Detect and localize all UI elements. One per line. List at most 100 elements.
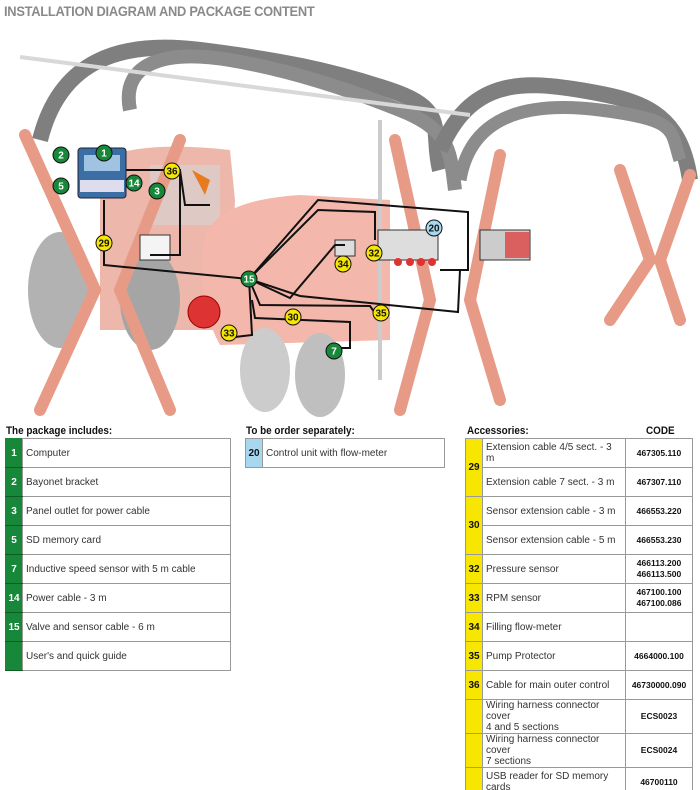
item-label: Pressure sensor bbox=[482, 554, 626, 584]
item-code: 46730000.090 bbox=[625, 670, 693, 700]
code-line: 467100.086 bbox=[636, 598, 682, 608]
item-number bbox=[465, 733, 483, 768]
callout-2: 2 bbox=[52, 146, 70, 164]
callout-34: 34 bbox=[334, 255, 352, 273]
accessories-heading: Accessories: bbox=[467, 425, 529, 437]
callout-15: 15 bbox=[240, 270, 258, 288]
callout-30: 30 bbox=[284, 308, 302, 326]
label-line: 7 sections bbox=[486, 756, 532, 767]
item-number bbox=[5, 641, 23, 671]
sprayer-illustration bbox=[19, 39, 698, 417]
item-label: Sensor extension cable - 3 m bbox=[482, 496, 626, 526]
label-line: Sensor extension cable - 3 m bbox=[486, 505, 616, 517]
filling-flow-meter bbox=[334, 239, 356, 257]
callout-33: 33 bbox=[220, 324, 238, 342]
code-line: 467100.100 bbox=[636, 587, 682, 597]
item-label: Inductive speed sensor with 5 m cable bbox=[22, 554, 231, 584]
valve-knobs bbox=[394, 258, 436, 266]
callout-circle bbox=[163, 162, 181, 180]
callout-circle bbox=[148, 182, 166, 200]
callout-circle bbox=[425, 219, 443, 237]
callout-number: 2 bbox=[58, 151, 64, 162]
callout-5: 5 bbox=[52, 177, 70, 195]
valve-block bbox=[377, 229, 439, 261]
code-line: 466113.200 bbox=[636, 558, 682, 568]
item-number: 35 bbox=[465, 641, 483, 671]
item-code: 467305.110 bbox=[625, 438, 693, 468]
item-label: User's and quick guide bbox=[22, 641, 231, 671]
item-label: SD memory card bbox=[22, 525, 231, 555]
item-code: 4664000.100 bbox=[625, 641, 693, 671]
item-code: ECS0024 bbox=[625, 733, 693, 768]
item-label: Sensor extension cable - 5 m bbox=[482, 525, 626, 555]
item-label: Bayonet bracket bbox=[22, 467, 231, 497]
code-heading: CODE bbox=[646, 425, 675, 437]
item-label: Extension cable 4/5 sect. - 3 m bbox=[482, 438, 626, 468]
code-line: ECS0023 bbox=[640, 711, 678, 721]
code-line: 466553.220 bbox=[636, 505, 682, 516]
label-line: Sensor extension cable - 5 m bbox=[486, 534, 616, 546]
callout-number: 5 bbox=[58, 182, 64, 193]
item-number: 5 bbox=[5, 525, 23, 555]
item-code: 466553.220 bbox=[625, 496, 693, 526]
code-line: 467307.110 bbox=[636, 476, 682, 487]
label-line: Wiring harness connector cover bbox=[486, 734, 600, 756]
battery bbox=[139, 234, 171, 261]
item-number: 15 bbox=[5, 612, 23, 642]
callout-circle bbox=[365, 244, 383, 262]
callout-circle bbox=[95, 144, 113, 162]
item-code bbox=[625, 612, 693, 642]
item-code: 46700110 bbox=[625, 767, 693, 790]
item-code: 467307.110 bbox=[625, 467, 693, 497]
item-label: Control unit with flow-meter bbox=[262, 438, 445, 468]
callout-number: 33 bbox=[223, 329, 235, 340]
callout-number: 35 bbox=[375, 309, 387, 320]
item-number: 36 bbox=[465, 670, 483, 700]
callout-circle bbox=[125, 174, 143, 192]
item-label: USB reader for SD memory cards bbox=[482, 767, 626, 790]
callout-number: 7 bbox=[331, 347, 337, 358]
callout-number: 36 bbox=[166, 167, 178, 178]
item-label: Computer bbox=[22, 438, 231, 468]
label-line: Filling flow-meter bbox=[486, 621, 562, 633]
separate-heading: To be order separately: bbox=[246, 425, 355, 437]
item-label: Valve and sensor cable - 6 m bbox=[22, 612, 231, 642]
item-label: Filling flow-meter bbox=[482, 612, 626, 642]
item-code: ECS0023 bbox=[625, 699, 693, 734]
main-control-lever bbox=[192, 170, 210, 195]
item-number: 14 bbox=[5, 583, 23, 613]
callout-circle bbox=[284, 308, 302, 326]
callout-circle bbox=[372, 304, 390, 322]
item-label: Panel outlet for power cable bbox=[22, 496, 231, 526]
callout-circle bbox=[95, 234, 113, 252]
flow-meter bbox=[505, 232, 530, 258]
label-line: Extension cable 4/5 sect. - 3 m bbox=[486, 442, 612, 464]
label-line: Pressure sensor bbox=[486, 563, 559, 575]
cables bbox=[103, 169, 469, 349]
item-number: 30 bbox=[465, 496, 483, 555]
callout-number: 29 bbox=[98, 239, 110, 250]
item-number: 20 bbox=[245, 438, 263, 468]
item-number bbox=[465, 767, 483, 790]
table-row: User's and quick guide bbox=[5, 641, 231, 671]
code-line: 46730000.090 bbox=[631, 679, 687, 690]
callout-36: 36 bbox=[163, 162, 181, 180]
label-line: RPM sensor bbox=[486, 592, 542, 604]
label-line: 4 and 5 sections bbox=[486, 722, 559, 733]
